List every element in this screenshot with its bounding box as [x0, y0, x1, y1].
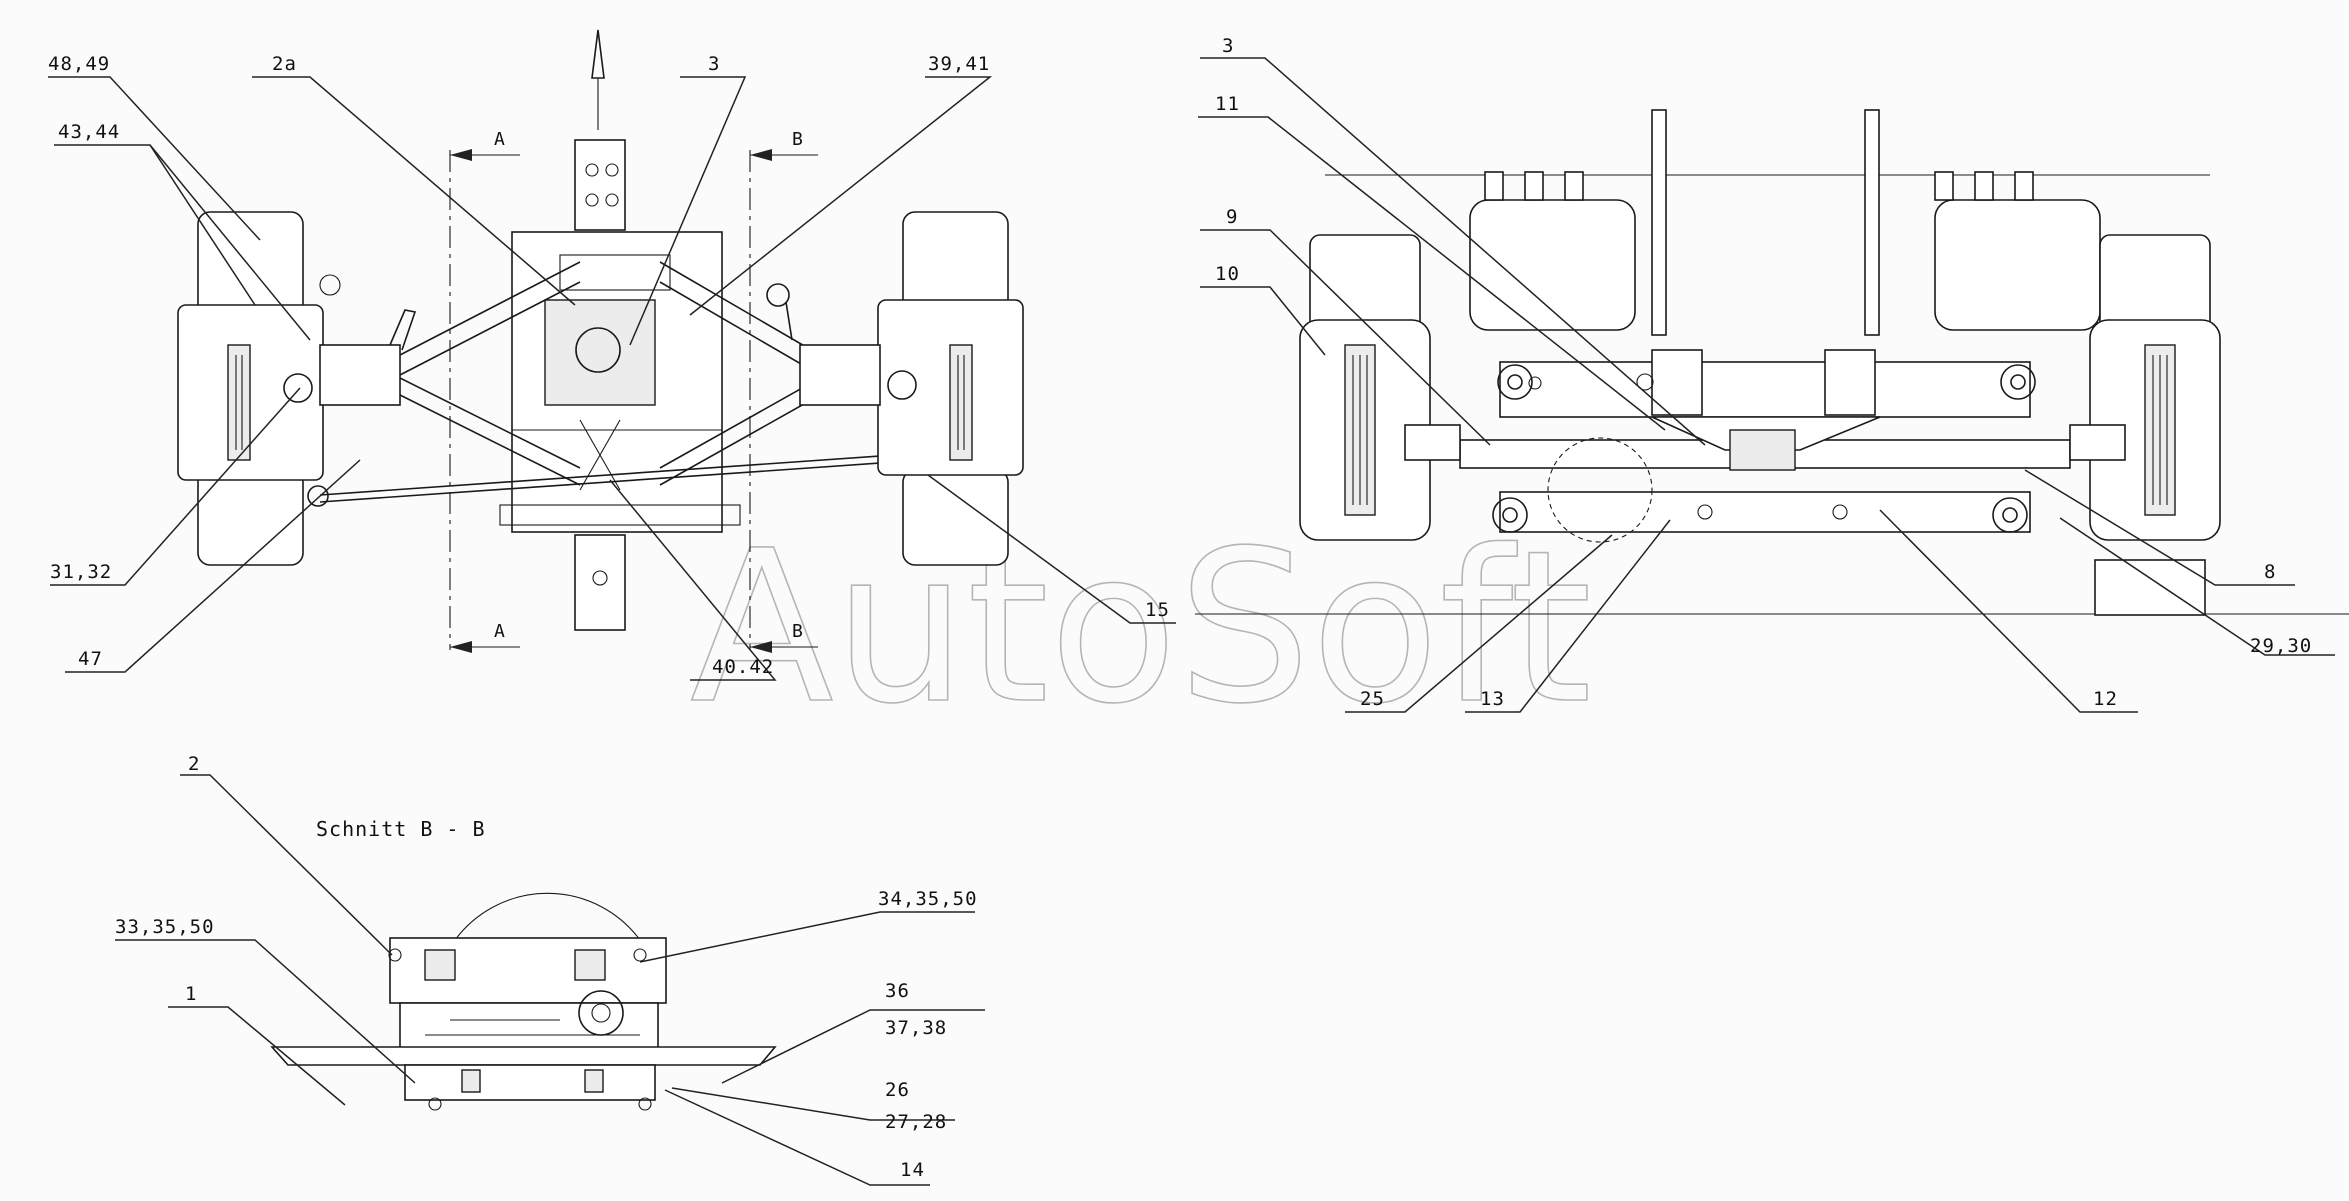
air-spring-right	[1934, 199, 2101, 331]
label-34-35-50: 34,35,50	[878, 888, 978, 910]
label-2: 2	[188, 753, 200, 775]
spine-plate-bottom	[574, 534, 626, 631]
spine-plate-top	[574, 139, 626, 231]
label-26: 26	[885, 1079, 910, 1101]
front-view	[1195, 109, 2349, 616]
lower-beam	[1499, 491, 2031, 533]
label-13: 13	[1480, 688, 1505, 710]
right-wheel-bottom	[902, 469, 1009, 566]
air-spring-left	[1469, 199, 1636, 331]
part-labels: 48,49 43,44 2a 3 39,41 31,32 47 40.42 15…	[48, 35, 2312, 1181]
left-knuckle	[319, 344, 401, 406]
label-48-49: 48,49	[48, 53, 110, 75]
label-27-28: 27,28	[885, 1111, 947, 1133]
post-left	[1651, 109, 1667, 336]
label-1: 1	[185, 983, 197, 1005]
section-mark-b-bottom: B	[792, 621, 803, 642]
label-25: 25	[1360, 688, 1385, 710]
label-36: 36	[885, 980, 910, 1002]
label-10: 10	[1215, 263, 1240, 285]
label-3-top: 3	[708, 53, 720, 75]
watermark: AutoSoft	[690, 505, 1592, 750]
center-bracket	[1729, 429, 1796, 471]
label-33-35-50: 33,35,50	[115, 916, 215, 938]
label-47: 47	[78, 648, 103, 670]
label-40-42: 40.42	[712, 656, 774, 678]
section-lower-beam	[404, 1064, 656, 1101]
right-knuckle	[799, 344, 881, 406]
post-right	[1864, 109, 1880, 336]
label-12: 12	[2093, 688, 2118, 710]
label-39-41: 39,41	[928, 53, 990, 75]
label-15: 15	[1145, 599, 1170, 621]
center-plate	[544, 299, 656, 406]
label-37-38: 37,38	[885, 1017, 947, 1039]
label-29-30: 29,30	[2250, 635, 2312, 657]
label-2a: 2a	[272, 53, 297, 75]
upper-beam	[1499, 361, 2031, 418]
section-mark-a-bottom: A	[494, 621, 505, 642]
front-left-tie-end	[1404, 424, 1461, 461]
label-11: 11	[1215, 93, 1240, 115]
section-wheel-arc	[454, 892, 641, 941]
section-mark-b-top: B	[792, 129, 803, 150]
label-14: 14	[900, 1159, 925, 1181]
section-view-b-b: Schnitt B - B	[270, 817, 777, 1111]
leader-lines	[48, 57, 2335, 1186]
top-view: A A B B	[177, 29, 1024, 653]
section-mark-a-top: A	[494, 129, 505, 150]
label-31-32: 31,32	[50, 561, 112, 583]
section-title: Schnitt B - B	[316, 817, 486, 841]
label-8: 8	[2264, 561, 2276, 583]
section-base-plate	[270, 1046, 777, 1066]
label-3-right: 3	[1222, 35, 1234, 57]
label-9: 9	[1226, 206, 1238, 228]
label-43-44: 43,44	[58, 121, 120, 143]
front-right-tie-end	[2069, 424, 2126, 461]
direction-arrow-icon	[591, 29, 605, 79]
front-right-tire-bottom	[2094, 559, 2206, 616]
